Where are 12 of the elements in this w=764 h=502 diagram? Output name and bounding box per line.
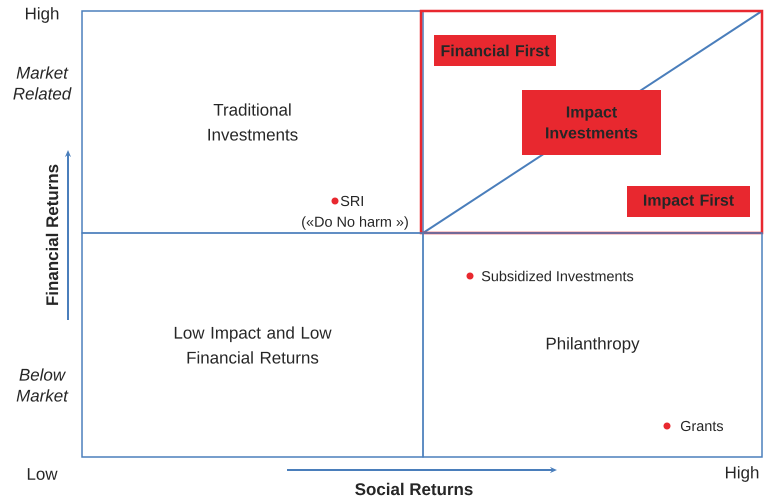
category-box: Impact Investments [522,90,661,155]
quadrant-box: Low Impact and Low Financial Returns [81,232,424,458]
point-label: SRI [340,196,363,206]
axis-title: Social Returns [355,482,473,496]
axis-title: Financial Returns [46,164,58,305]
point-label: Grants [680,420,724,432]
axis-label: High [26,7,58,23]
point-label: Subsidized Investments [482,270,634,282]
category-box: Impact First [627,186,750,217]
point-label: («Do No harm ») [302,216,408,230]
category-box: Financial First [434,35,556,66]
axis-label: Low [28,468,58,480]
